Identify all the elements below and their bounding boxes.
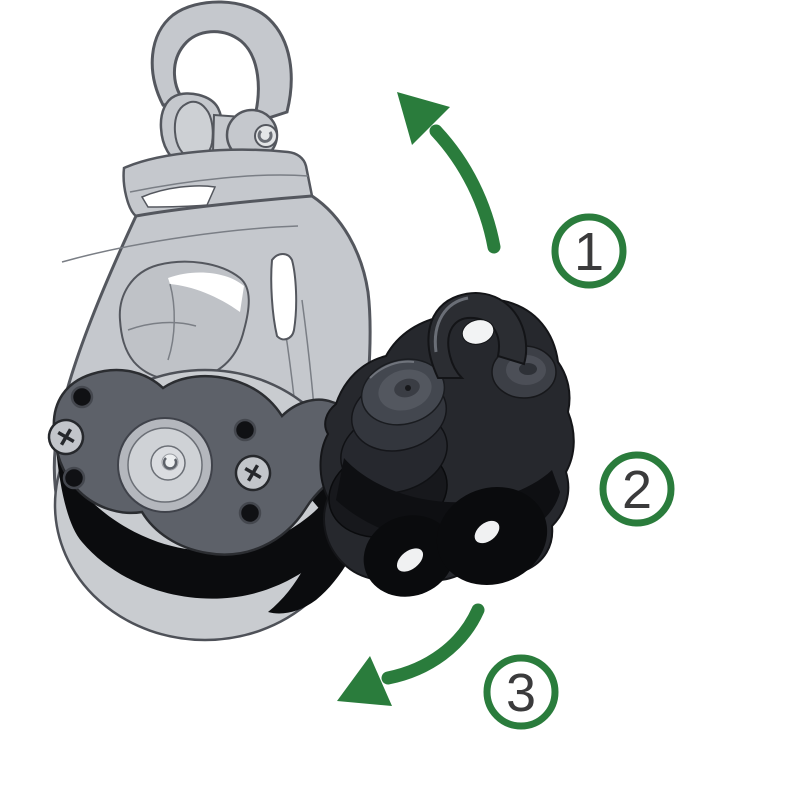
- shackle-bow: [150, 0, 293, 126]
- window-light-wedge: [168, 272, 244, 312]
- rotate-up-arrow-head: [397, 92, 450, 145]
- fairlead-loop: [427, 292, 528, 379]
- head-collar-line: [129, 174, 309, 193]
- plate-hole-4: [238, 501, 262, 525]
- body-collar-shadow: [61, 225, 299, 263]
- hub-center-slot: [162, 457, 178, 470]
- rotate-down-arrow: [337, 603, 485, 706]
- shackle: [150, 0, 293, 166]
- pin-slot: [257, 129, 273, 143]
- cleat-mount-hole-left: [396, 548, 424, 572]
- callout-2-number: 2: [622, 460, 652, 520]
- cleat-mount-hole-right: [474, 520, 500, 544]
- cleat-base: [336, 458, 560, 597]
- callout-3: 3: [483, 654, 559, 730]
- window-curve-1: [127, 321, 197, 331]
- callout-1: 1: [551, 213, 627, 289]
- body-slot: [270, 253, 298, 341]
- plate-hole-2: [62, 466, 86, 490]
- cam-cleat: [319, 292, 575, 597]
- screw-left: [47, 418, 85, 456]
- head-gap: [140, 185, 217, 208]
- rotate-up-arrow-shaft: [429, 124, 501, 254]
- sheave-shadow: [56, 448, 362, 599]
- callout-3-circle: [483, 654, 559, 730]
- callout-1-circle: [551, 213, 627, 289]
- callout-2-circle: [599, 451, 675, 527]
- rotate-down-arrow-shaft: [381, 603, 485, 685]
- plate-hole-3: [233, 418, 257, 442]
- callout-1-number: 1: [574, 222, 604, 282]
- rotate-up-arrow: [397, 92, 501, 254]
- screw-right: [234, 454, 272, 492]
- callout-2: 2: [599, 451, 675, 527]
- plate-hole-1: [70, 385, 94, 409]
- callout-3-number: 3: [506, 663, 536, 723]
- fairlead-hole: [461, 319, 495, 345]
- rotate-down-arrow-head: [337, 656, 392, 706]
- center-plate: [47, 368, 350, 556]
- window-curve-2: [167, 283, 176, 361]
- fairlead-highlight: [433, 296, 469, 353]
